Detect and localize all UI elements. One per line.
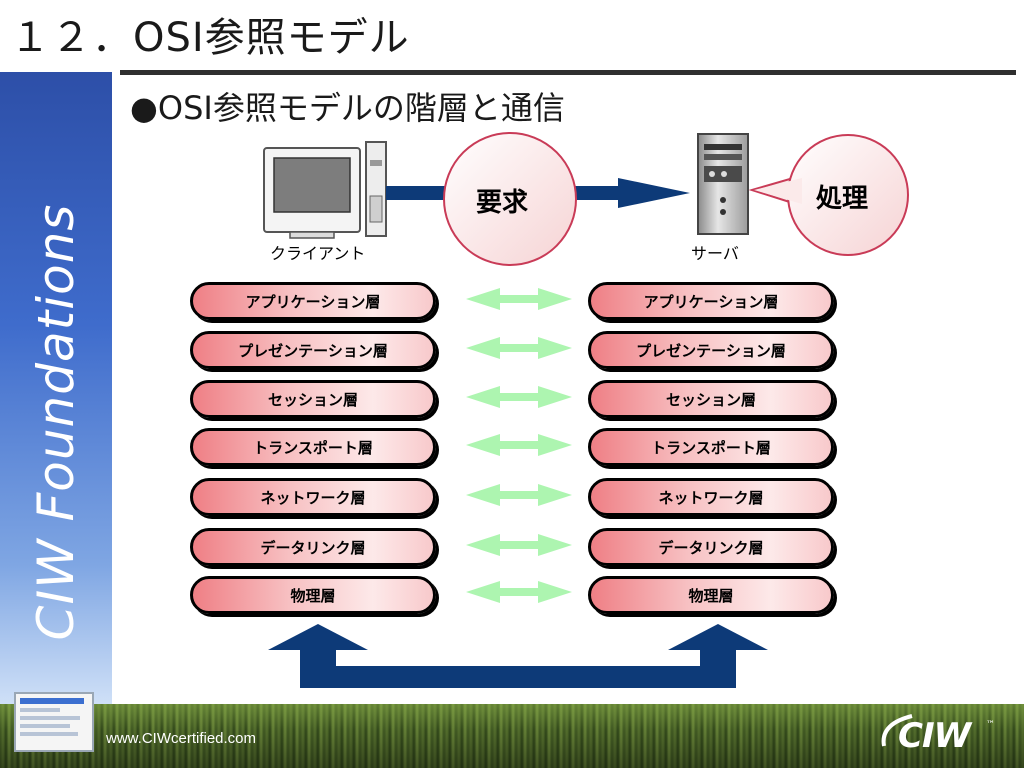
slide-subtitle: ●OSI参照モデルの階層と通信 (130, 89, 565, 127)
client-layer-network: ネットワーク層 (190, 478, 436, 516)
ciw-logo: CIW (898, 716, 971, 756)
slide-title: １２．OSI参照モデル (10, 15, 410, 61)
server-layer-transport: トランスポート層 (588, 428, 834, 466)
sidebar-banner: CIW Foundations (0, 72, 112, 704)
request-label: 要求 (476, 188, 529, 218)
client-computer-icon (263, 141, 387, 239)
footer-banner: www.CIWcertified.com (0, 704, 1024, 768)
footer-url: www.CIWcertified.com (106, 730, 257, 747)
server-layer-datalink: データリンク層 (588, 528, 834, 566)
physical-link-arrow (268, 624, 768, 688)
process-bubble (748, 134, 909, 256)
client-label: クライアント (270, 244, 366, 263)
request-bubble (443, 132, 577, 266)
server-label: サーバ (691, 244, 739, 263)
client-layer-datalink: データリンク層 (190, 528, 436, 566)
trademark-mark: ™ (986, 720, 995, 730)
client-layer-presentation: プレゼンテーション層 (190, 331, 436, 369)
server-layer-presentation: プレゼンテーション層 (588, 331, 834, 369)
website-thumbnail-icon (14, 692, 94, 752)
server-layer-physical: 物理層 (588, 576, 834, 614)
title-underline (120, 70, 1016, 75)
client-layer-physical: 物理層 (190, 576, 436, 614)
process-label: 処理 (816, 184, 869, 214)
server-layer-network: ネットワーク層 (588, 478, 834, 516)
client-layer-transport: トランスポート層 (190, 428, 436, 466)
server-layer-application: アプリケーション層 (588, 282, 834, 320)
client-layer-application: アプリケーション層 (190, 282, 436, 320)
server-tower-icon (697, 133, 749, 235)
client-layer-session: セッション層 (190, 380, 436, 418)
peer-arrows (466, 288, 572, 603)
server-layer-session: セッション層 (588, 380, 834, 418)
